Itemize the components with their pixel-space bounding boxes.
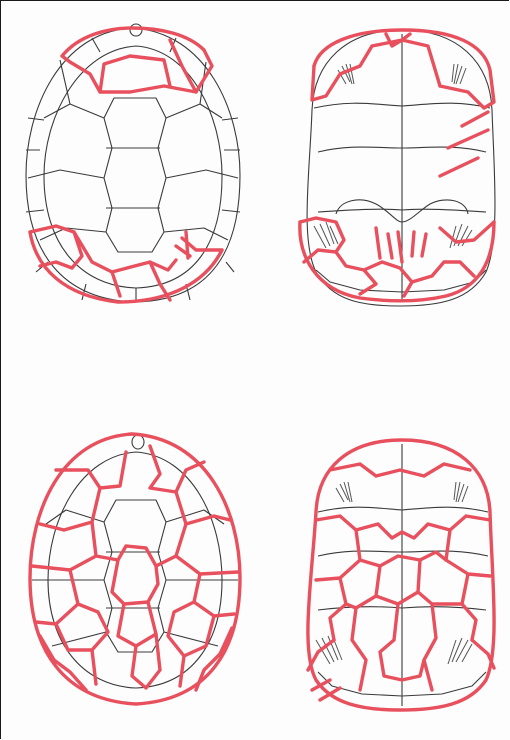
carapace-bottom-left	[30, 434, 240, 704]
plastron-bottom-right	[308, 440, 494, 710]
shell-outline	[26, 24, 240, 302]
hatching	[314, 64, 472, 248]
carapace-top-left	[26, 24, 240, 302]
plastron-top-right	[300, 30, 495, 306]
shell-outline	[307, 30, 495, 306]
fracture-lines	[30, 434, 240, 704]
fracture-lines	[308, 440, 494, 710]
